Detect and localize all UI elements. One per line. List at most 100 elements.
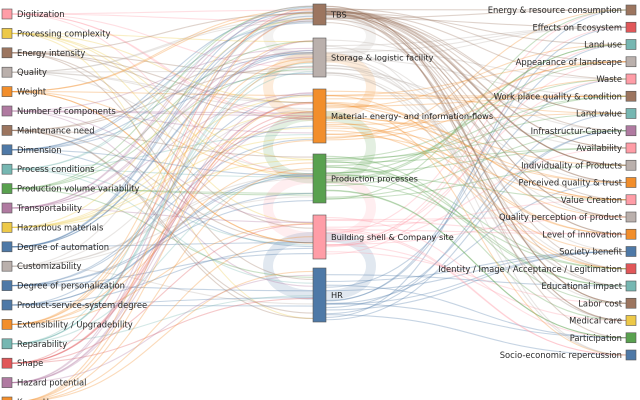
left-node-digitization[interactable]: Digitization — [1, 8, 65, 20]
left-node-reparability[interactable]: Reparability — [1, 338, 67, 350]
right-node-label: Work place quality & condition — [494, 91, 622, 101]
flow-right-value-creation — [325, 199, 627, 228]
left-node-weight[interactable]: Weight — [1, 86, 47, 97]
left-node-label: Transportability — [16, 203, 82, 213]
right-node-work-place-quality-condition[interactable]: Work place quality & condition — [494, 90, 637, 102]
flow-right-availability — [325, 147, 627, 174]
flow-left-maintenance-need — [11, 66, 314, 131]
flow-left-number-of-components — [11, 110, 314, 117]
flow-left-dimension — [11, 22, 314, 151]
right-node-label: Level of innovation — [542, 229, 622, 239]
left-node-quality[interactable]: Quality — [1, 66, 47, 78]
flow-left-know-how — [29, 102, 314, 400]
flow-right-energy-resource-consumption — [325, 9, 627, 235]
right-node-label: Energy & resource consumption — [488, 5, 622, 15]
right-node-society-benefit[interactable]: Society benefit — [559, 246, 637, 257]
flow-left-digitization — [11, 13, 314, 120]
left-node-degree-of-automation[interactable]: Degree of automation — [1, 241, 109, 253]
right-node-level-of-innovation[interactable]: Level of innovation — [542, 228, 637, 240]
left-node-product-service-system-degree[interactable]: Product-service-system degree — [1, 299, 147, 311]
right-node-medical-care[interactable]: Medical care — [569, 315, 637, 326]
right-node-label: Labor cost — [578, 298, 622, 308]
flow-right-appearance-of-landscape — [325, 61, 627, 96]
flow-left-processing-complexity — [11, 32, 314, 320]
middle-node-tbs[interactable]: TBS — [312, 3, 347, 26]
left-node-dimension[interactable]: Dimension — [1, 144, 62, 156]
right-node-value-creation[interactable]: Value Creation — [561, 194, 637, 206]
right-node-infrastructur-capacity[interactable]: Infrastructur-Capacity — [531, 125, 637, 137]
right-node-box — [625, 39, 637, 50]
left-node-label: Hazardous materials — [17, 222, 103, 232]
left-node-label: Maintenance need — [17, 125, 95, 135]
left-node-customizability[interactable]: Customizability — [1, 260, 82, 272]
flow-right-appearance-of-landscape — [325, 7, 627, 63]
left-node-extensibility-upgradebility[interactable]: Extensibility / Upgradebility — [1, 319, 133, 330]
flow-right-availability — [325, 147, 627, 246]
right-node-availability[interactable]: Availability — [576, 142, 637, 154]
flow-left-product-service-system-degree — [11, 94, 314, 306]
left-node-hazardous-materials[interactable]: Hazardous materials — [1, 222, 103, 233]
left-node-shape[interactable]: Shape — [1, 357, 43, 369]
flow-left-degree-of-automation — [11, 50, 314, 248]
left-node-transportability[interactable]: Transportability — [1, 202, 82, 214]
left-node-box — [1, 183, 13, 194]
right-node-box — [625, 4, 637, 16]
flow-right-quality-perception-of-product — [325, 64, 627, 218]
left-node-maintenance-need[interactable]: Maintenance need — [1, 125, 95, 136]
right-node-participation[interactable]: Participation — [570, 332, 637, 344]
right-node-effects-on-ecosystem[interactable]: Effects on Ecosystem — [532, 21, 637, 33]
flow-right-appearance-of-landscape — [325, 61, 627, 255]
flow-left-number-of-components — [11, 110, 314, 134]
flow-right-perceived-quality-trust — [325, 181, 627, 305]
middle-node-box — [312, 88, 327, 144]
middle-node-hr[interactable]: HR — [312, 267, 343, 323]
left-node-number-of-components[interactable]: Number of components — [1, 105, 116, 117]
flow-left-maintenance-need — [11, 51, 314, 131]
middle-node-material-energy-and-information-flows[interactable]: Material- energy- and information-flows — [312, 88, 493, 144]
right-node-label: Participation — [570, 333, 622, 343]
left-node-label: Degree of personalization — [17, 281, 125, 291]
right-node-appearance-of-landscape[interactable]: Appearance of landscape — [516, 56, 637, 68]
right-node-quality-perception-of-product[interactable]: Quality perception of product — [499, 211, 637, 223]
left-node-hazard-potential[interactable]: Hazard potential — [1, 377, 87, 388]
right-node-land-value[interactable]: Land value — [576, 108, 637, 119]
left-node-processing-complexity[interactable]: Processing complexity — [1, 28, 110, 39]
left-node-process-conditions[interactable]: Process conditions — [1, 163, 95, 175]
left-node-energy-intensity[interactable]: Energy intensity — [1, 47, 85, 59]
right-node-land-use[interactable]: Land use — [584, 39, 637, 50]
band-right-0 — [325, 9, 376, 63]
right-node-socio-economic-repercussion[interactable]: Socio-economic repercussion — [500, 349, 637, 361]
flow-left-energy-intensity — [11, 52, 314, 120]
right-node-labor-cost[interactable]: Labor cost — [578, 297, 637, 309]
middle-node-storage-logistic-facility[interactable]: Storage & logistic facility — [312, 37, 434, 78]
flow-right-work-place-quality-condition — [325, 95, 627, 97]
band-right-1 — [325, 52, 376, 121]
flow-right-educational-impact — [325, 64, 627, 287]
flow-right-society-benefit — [325, 250, 627, 311]
flow-right-land-use — [325, 12, 627, 46]
left-node-know-how[interactable]: Know-How — [1, 396, 61, 400]
flow-left-extensibility-upgradebility — [11, 11, 314, 325]
flow-right-perceived-quality-trust — [325, 68, 627, 184]
left-node-degree-of-personalization[interactable]: Degree of personalization — [1, 280, 125, 291]
middle-node-production-processes[interactable]: Production processes — [312, 153, 418, 204]
right-node-energy-resource-consumption[interactable]: Energy & resource consumption — [488, 4, 637, 16]
flow-right-participation — [325, 189, 627, 339]
right-node-perceived-quality-trust[interactable]: Perceived quality & trust — [518, 177, 637, 188]
flow-left-weight — [11, 12, 314, 93]
middle-node-label: Production processes — [331, 174, 418, 184]
right-node-waste[interactable]: Waste — [596, 73, 637, 85]
left-node-production-volume-variability[interactable]: Production volume variability — [1, 183, 139, 194]
right-node-educational-impact[interactable]: Educational impact — [541, 280, 637, 292]
left-node-label: Process conditions — [17, 164, 95, 174]
right-node-individuality-of-products[interactable]: Individuality of Products — [521, 159, 637, 171]
right-node-identity-image-acceptance-legitimation[interactable]: Identity / Image / Acceptance / Legitima… — [438, 263, 637, 275]
right-node-box — [625, 56, 637, 68]
flow-left-hazard-potential — [11, 18, 314, 384]
left-node-box — [1, 396, 13, 400]
middle-node-building-shell-company-site[interactable]: Building shell & Company site — [312, 214, 454, 260]
left-node-box — [1, 66, 13, 78]
